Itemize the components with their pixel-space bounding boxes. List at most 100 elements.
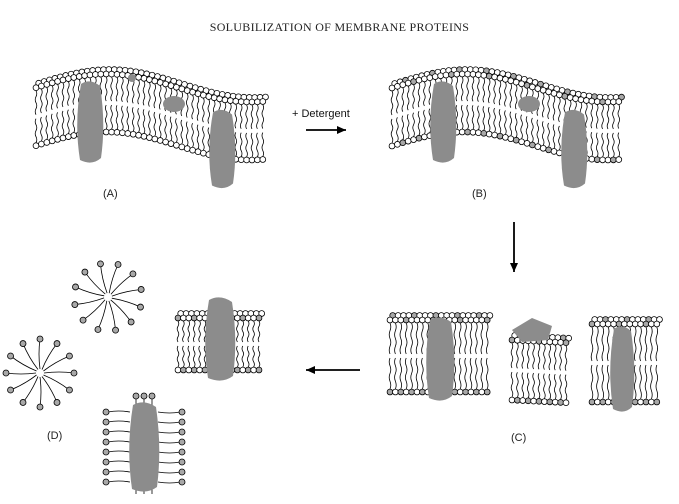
lipid-head [599,156,606,164]
lipid-head [594,320,601,328]
lipid-head [599,98,606,106]
detergent-head [102,418,110,426]
lipid-head [642,320,650,328]
lipid-head [615,156,623,163]
lipid-head [232,97,240,105]
detergent-head [102,438,110,446]
lipid-head [394,83,401,90]
panel-label-d: (D) [47,430,63,442]
lipid-head [530,397,537,405]
lipid-head [610,98,617,106]
lipid-head [604,98,612,106]
protein-d2 [129,402,160,492]
lipid-head [119,71,126,79]
lipid-head [194,90,202,98]
lipid-head [557,399,564,406]
protein-body [77,81,104,163]
lipid-head [156,137,164,144]
detergent-head [140,392,148,400]
arrow-b-to-c [510,222,518,272]
detergent-head [71,301,79,308]
detergent-head [137,286,145,293]
lipid-head [234,366,241,374]
detergent-head [53,340,61,347]
lipid-head [129,130,137,138]
lipid-head [239,314,247,322]
protein-body [129,402,160,492]
lipid-head [545,146,552,154]
lipid-head [653,320,661,328]
lipid-head [599,398,607,406]
lipid-head [475,129,482,136]
protein-a2 [209,109,236,189]
lipid-head [404,79,412,87]
lipid-head [523,140,531,147]
protein-body [561,109,588,189]
arrowhead [306,366,315,374]
lipid-head [610,156,617,164]
lipid-head [496,132,504,140]
lipid-head [545,88,552,96]
lipid-head [415,76,423,84]
lipid-head [502,134,509,141]
lipid-head [221,96,229,104]
detergent-head [81,268,89,276]
lipid-head [162,138,169,146]
protein-d1 [205,297,236,381]
detergent-head [36,403,44,411]
lipid-head [518,138,525,146]
detergent-head [36,335,44,343]
lipid-head [113,129,121,136]
lipid-head [92,71,99,78]
lipid-head [451,388,459,396]
lipid-head [180,366,187,374]
detergent-head [2,369,10,377]
lipid-head [54,136,61,143]
lipid-head [65,75,72,82]
lipid-head [615,98,623,105]
lipid-head [588,97,596,105]
lipid-head [255,314,263,322]
lipid-head [75,73,83,80]
membrane-bilayer-b [388,66,625,164]
detergent-head [79,316,87,324]
protein-body [205,297,236,381]
detergent-head [66,386,73,394]
detergent-head [132,392,140,400]
lipid-head [583,97,590,104]
lipid-head [248,98,256,106]
lipid-head [615,320,623,328]
lipid-head [572,95,579,103]
lipid-head [546,398,554,406]
lipid-head [81,72,88,79]
protein-c1 [426,317,455,401]
lipid-head [399,139,407,147]
detergent-head [7,386,14,394]
lipid-head [562,399,570,407]
lipid-head [399,81,407,89]
lipid-head [102,128,110,136]
arrow-a-to-b [306,126,346,134]
figure-title: SOLUBILIZATION OF MEMBRANE PROTEINS [209,20,470,34]
lipid-head [388,142,396,150]
membrane-fragment-c2 [508,332,572,407]
lipid-head [539,86,547,94]
lipid-head [507,135,515,143]
lipid-head [124,130,132,137]
lipid-head [467,316,475,324]
lipid-head [59,76,67,84]
lipid-head [102,70,110,78]
lipid-head [475,71,482,78]
lipid-head [539,144,547,152]
lipid-head [604,398,612,406]
detergent-head [114,261,122,268]
lipid-head [189,88,196,96]
lipid-head [173,141,180,149]
lipid-head [478,316,486,324]
lipid-head [648,398,655,406]
lipid-head [456,388,464,396]
protein-body [430,81,457,163]
lipid-head [386,316,394,324]
